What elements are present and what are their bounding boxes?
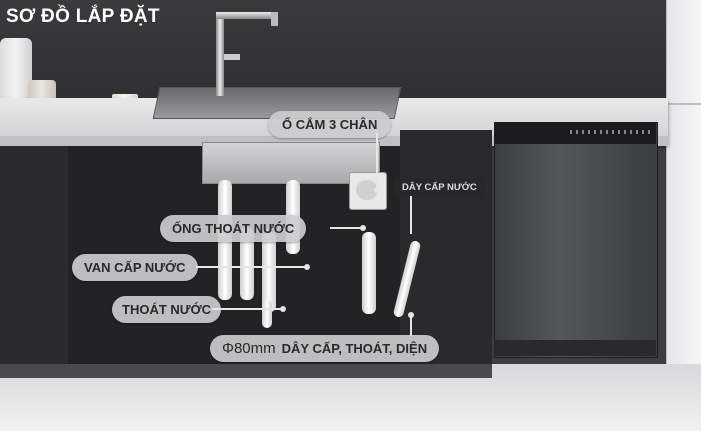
label-drain-pipe: ỐNG THOÁT NƯỚC <box>160 215 307 242</box>
left-cabinet-panel <box>0 146 68 378</box>
countertop-edge <box>0 136 668 146</box>
marker-hole <box>408 312 414 318</box>
faucet-handle <box>224 54 240 60</box>
hole-description: DÂY CẤP, THOÁT, DIỆN <box>281 341 428 356</box>
refrigerator-door-gap <box>666 103 701 105</box>
canister-icon <box>0 38 32 108</box>
marker-socket <box>374 187 380 193</box>
page-title: SƠ ĐỒ LẮP ĐẶT <box>6 6 160 27</box>
drain-pipe-trap <box>240 228 254 300</box>
leader-hole <box>410 316 412 336</box>
marker-supply-valve <box>304 264 310 270</box>
leader-socket <box>376 133 378 189</box>
leader-drain-pipe <box>330 227 362 229</box>
faucet-icon <box>216 14 224 96</box>
dishwasher-buttons <box>570 130 650 134</box>
marker-drain-pipe <box>360 225 366 231</box>
drain-pipe-outlet <box>262 232 276 312</box>
faucet-arm <box>216 12 278 19</box>
cabinet-plinth <box>0 364 492 378</box>
label-drain: THOÁT NƯỚC <box>112 296 222 323</box>
drain-tail-pipe <box>262 300 272 328</box>
faucet-spout <box>271 12 278 26</box>
label-socket: Ổ CẮM 3 CHÂN <box>268 111 392 138</box>
dishwasher <box>494 122 658 358</box>
dishwasher-kickplate <box>494 340 656 356</box>
marker-drain <box>280 306 286 312</box>
dishwasher-drain-hose <box>362 232 376 314</box>
leader-water-supply <box>410 196 412 234</box>
hole-size: Φ80mm <box>222 340 276 357</box>
refrigerator <box>666 0 701 372</box>
label-water-supply: DÂY CẤP NƯỚC <box>394 178 485 197</box>
leader-supply-valve <box>196 266 306 268</box>
socket-face <box>356 180 378 200</box>
label-supply-valve: VAN CẤP NƯỚC <box>72 254 198 281</box>
leader-drain <box>212 308 282 310</box>
label-hole: Φ80mm DÂY CẤP, THOÁT, DIỆN <box>210 335 440 362</box>
